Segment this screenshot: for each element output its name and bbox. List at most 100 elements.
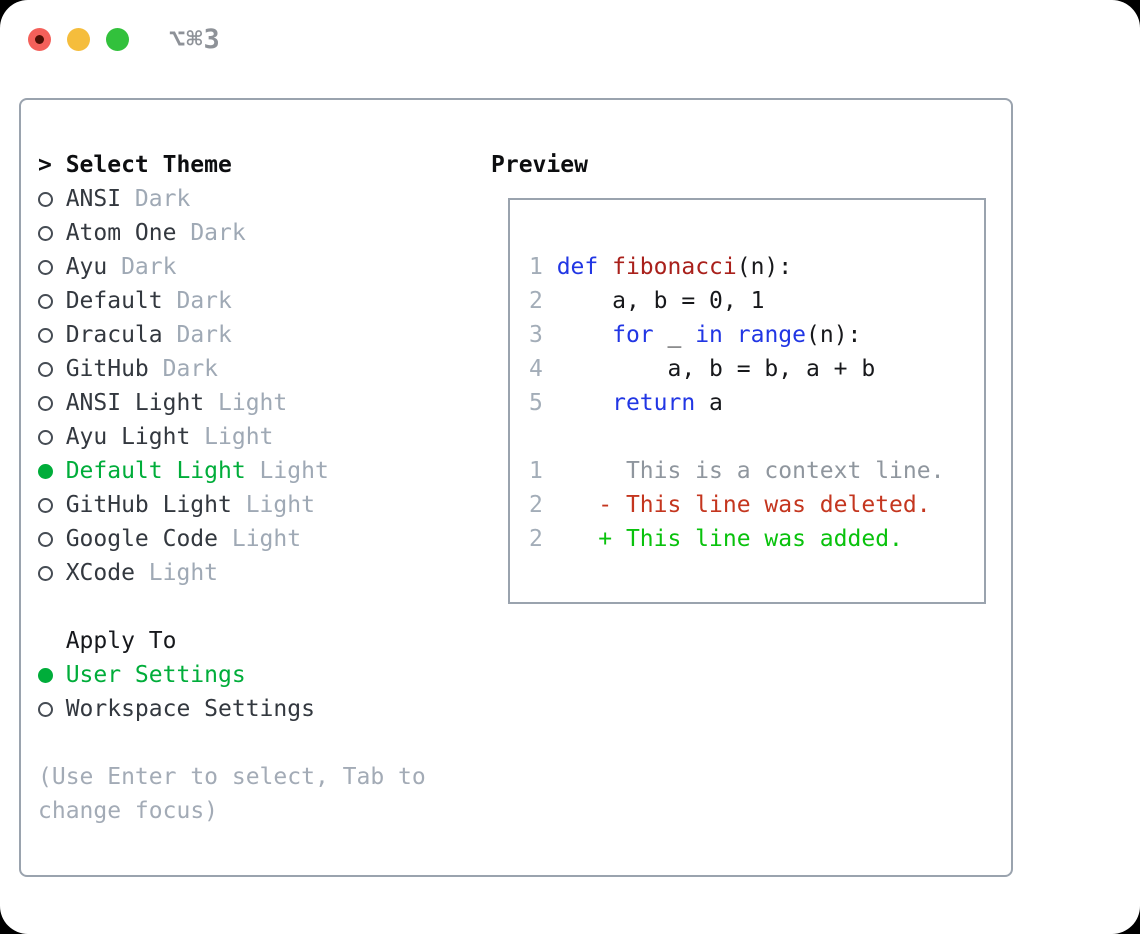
theme-variant: Dark	[162, 322, 232, 348]
line-number: 1	[529, 254, 557, 280]
spacer	[38, 590, 426, 624]
diff-text: + This line was added.	[542, 526, 903, 552]
option-label: User Settings	[65, 662, 246, 688]
diff-line-added: 2 + This line was added.	[529, 522, 984, 556]
code-line: 3 for _ in range(n):	[529, 318, 984, 352]
apply-option-user-settings[interactable]: User Settings	[38, 658, 426, 692]
theme-item-default-light[interactable]: Default Light Light	[38, 454, 426, 488]
theme-item-ayu-light[interactable]: Ayu Light Light	[38, 420, 426, 454]
theme-name: ANSI Light	[65, 390, 205, 416]
radio-icon	[38, 225, 53, 241]
diff-line-context: 1 This is a context line.	[529, 454, 984, 488]
theme-name: Atom One	[65, 220, 177, 246]
radio-icon	[38, 293, 53, 309]
line-number: 3	[529, 322, 557, 348]
code-segment-pl	[598, 254, 612, 280]
theme-variant: Light	[231, 492, 315, 518]
theme-name: Google Code	[65, 526, 219, 552]
radio-slot	[38, 225, 66, 241]
theme-variant: Light	[245, 458, 329, 484]
diff-line-deleted: 2 - This line was deleted.	[529, 488, 984, 522]
line-number: 2	[529, 526, 543, 552]
line-number: 4	[529, 356, 557, 382]
theme-item-ansi-light[interactable]: ANSI Light Light	[38, 386, 426, 420]
code-line: 4 a, b = b, a + b	[529, 352, 984, 386]
apply-to-header: Apply To	[38, 624, 426, 658]
code-segment-pl	[557, 322, 612, 348]
prompt-icon: >	[38, 152, 52, 178]
radio-icon	[38, 361, 53, 377]
theme-item-ansi[interactable]: ANSI Dark	[38, 182, 426, 216]
close-button[interactable]	[28, 28, 51, 51]
unsaved-dot-icon	[35, 35, 44, 44]
code-segment-pl: _	[653, 322, 696, 348]
line-number: 1	[529, 458, 543, 484]
zoom-button[interactable]	[106, 28, 129, 51]
radio-icon	[38, 395, 53, 411]
radio-slot	[38, 361, 66, 377]
apply-to-title: Apply To	[65, 628, 177, 654]
code-segment-fn: fibonacci	[612, 254, 737, 280]
theme-variant: Dark	[148, 356, 219, 382]
radio-icon	[38, 701, 53, 717]
radio-slot	[38, 497, 66, 513]
theme-variant: Light	[190, 424, 274, 450]
radio-icon	[38, 497, 53, 513]
radio-slot	[38, 259, 66, 275]
theme-name: Dracula	[65, 322, 163, 348]
select-theme-header: > Select Theme	[38, 148, 426, 182]
code-segment-pl: a, b = b, a + b	[556, 356, 876, 382]
theme-name: Ayu	[65, 254, 108, 280]
theme-dialog-panel	[19, 98, 1013, 877]
theme-item-atom-one[interactable]: Atom One Dark	[38, 216, 426, 250]
radio-icon	[38, 259, 53, 275]
apply-option-workspace-settings[interactable]: Workspace Settings	[38, 692, 426, 726]
theme-item-default[interactable]: Default Dark	[38, 284, 426, 318]
theme-item-google-code[interactable]: Google Code Light	[38, 522, 426, 556]
spacer	[529, 420, 984, 454]
radio-selected-icon	[38, 463, 53, 479]
radio-selected-icon	[38, 667, 53, 683]
line-number: 2	[529, 288, 557, 314]
theme-name: Ayu Light	[65, 424, 191, 450]
theme-item-dracula[interactable]: Dracula Dark	[38, 318, 426, 352]
theme-item-ayu[interactable]: Ayu Dark	[38, 250, 426, 284]
code-segment-kw: range	[736, 322, 806, 348]
help-text-line1: (Use Enter to select, Tab to	[38, 764, 426, 790]
titlebar: ⌥⌘3	[28, 24, 221, 55]
radio-slot	[38, 429, 66, 445]
radio-icon	[38, 429, 53, 445]
diff-text: - This line was deleted.	[542, 492, 931, 518]
theme-item-github-light[interactable]: GitHub Light Light	[38, 488, 426, 522]
diff-text: This is a context line.	[542, 458, 945, 484]
theme-item-github[interactable]: GitHub Dark	[38, 352, 426, 386]
help-text-line2: change focus)	[38, 798, 219, 824]
code-segment-pl	[723, 322, 737, 348]
theme-name: Default	[65, 288, 163, 314]
minimize-button[interactable]	[67, 28, 90, 51]
radio-icon	[38, 531, 53, 547]
code-segment-pl	[557, 390, 612, 416]
radio-slot	[38, 565, 66, 581]
theme-variant: Dark	[121, 186, 191, 212]
theme-item-xcode[interactable]: XCode Light	[38, 556, 426, 590]
line-number: 5	[529, 390, 557, 416]
code-segment-kw: def	[556, 254, 599, 280]
radio-slot	[38, 191, 66, 207]
theme-variant: Light	[204, 390, 288, 416]
radio-slot	[38, 701, 66, 717]
option-label: Workspace Settings	[65, 696, 315, 722]
theme-name: Default Light	[65, 458, 246, 484]
diff-preview: 1 This is a context line.2 - This line w…	[529, 454, 984, 556]
theme-variant: Light	[134, 560, 219, 586]
code-segment-pl: (n):	[736, 254, 793, 280]
code-line: 5 return a	[529, 386, 984, 420]
radio-slot	[38, 327, 66, 343]
radio-icon	[38, 565, 53, 581]
theme-name: ANSI	[65, 186, 122, 212]
